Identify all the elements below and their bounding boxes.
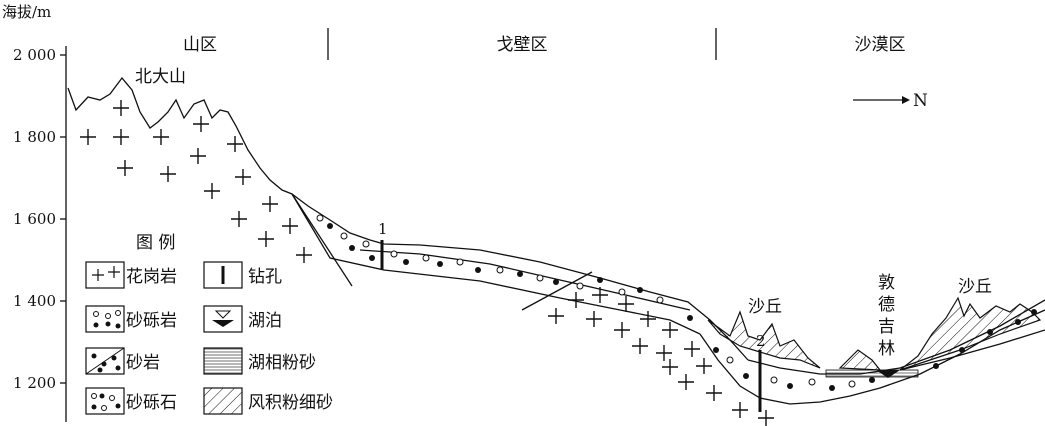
legend-title: 图 例: [136, 233, 175, 253]
legend: 图 例 花岗岩 砂砾岩 砂岩 砂砾石 钻孔 湖泊 湖相粉砂 风积粉细砂: [85, 233, 333, 415]
legend-swatch-granite: [85, 261, 125, 289]
zone-label-gobi: 戈壁区: [497, 35, 548, 55]
borehole-label: 2: [756, 332, 766, 350]
y-axis-label: 海拔/m: [2, 3, 51, 21]
zone-label-desert: 沙漠区: [855, 35, 906, 55]
legend-label: 砂砾石: [126, 393, 177, 413]
svg-text:德: 德: [878, 295, 895, 315]
lacustrine-silt: [825, 369, 919, 378]
place-dune-2: 沙丘: [958, 277, 992, 297]
north-arrow: N: [853, 91, 928, 111]
place-town: 敦 德 吉 林: [878, 273, 895, 359]
legend-label: 砂砾岩: [126, 311, 177, 331]
y-axis: 海拔/m 2 000 1 800 1 600 1 400 1 200: [2, 3, 67, 422]
zone-header: 山区 戈壁区 沙漠区: [183, 28, 906, 60]
lake-symbol: [876, 370, 900, 378]
legend-swatch-lacustrine-silt: [203, 347, 243, 375]
y-tick-label: 1 800: [13, 128, 56, 146]
legend-label: 钻孔: [248, 267, 282, 287]
y-tick-label: 1 400: [13, 292, 56, 310]
legend-label: 砂岩: [126, 353, 160, 373]
y-tick-label: 1 600: [13, 210, 56, 228]
place-mountain: 北大山: [135, 67, 186, 87]
legend-label: 湖相粉砂: [248, 353, 316, 373]
legend-label: 风积粉细砂: [248, 393, 333, 413]
svg-text:吉: 吉: [878, 317, 895, 337]
legend-swatch-aeolian-sand: [203, 387, 243, 415]
legend-label: 花岗岩: [126, 267, 177, 287]
svg-text:敦: 敦: [878, 273, 895, 293]
legend-label: 湖泊: [248, 311, 282, 331]
legend-swatch-lake: [203, 305, 243, 333]
aeolian-dunes: [707, 296, 1042, 371]
gravel-symbols: [316, 214, 1037, 391]
north-label: N: [913, 91, 928, 111]
place-dune-1: 沙丘: [748, 297, 782, 317]
y-tick-label: 1 200: [13, 374, 56, 392]
svg-text:林: 林: [878, 339, 895, 359]
boreholes: 1 2: [378, 220, 766, 412]
y-tick-label: 2 000: [13, 46, 56, 64]
granite-symbols: [80, 100, 774, 426]
zone-label-mountain: 山区: [183, 35, 217, 55]
borehole-label: 1: [378, 220, 388, 238]
